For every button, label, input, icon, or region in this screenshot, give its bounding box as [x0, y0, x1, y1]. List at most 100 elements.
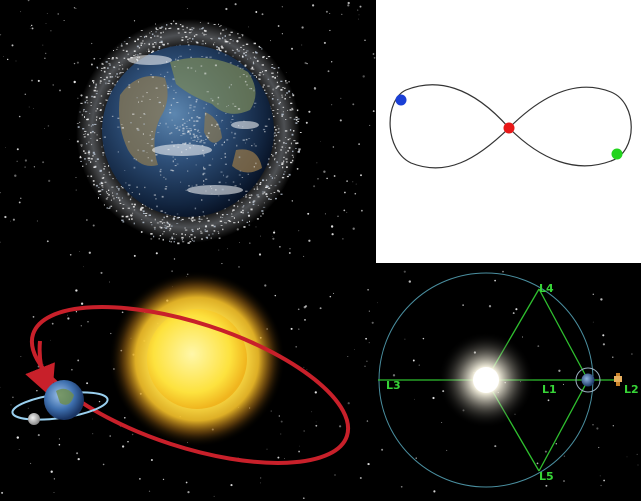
star: [301, 44, 303, 46]
debris-fragment: [177, 146, 180, 148]
debris-fragment: [206, 238, 208, 239]
debris-fragment: [229, 220, 232, 222]
debris-fragment: [154, 228, 156, 230]
debris-fragment: [99, 110, 102, 111]
debris-fragment: [243, 53, 245, 55]
star: [4, 215, 7, 219]
star: [270, 40, 272, 42]
debris-fragment: [176, 213, 179, 215]
debris-fragment: [241, 206, 244, 208]
debris-fragment: [160, 174, 162, 176]
star: [364, 365, 366, 367]
debris-fragment: [224, 141, 225, 143]
star: [358, 143, 360, 145]
debris-fragment: [173, 89, 175, 91]
star: [171, 270, 174, 273]
debris-fragment: [224, 152, 226, 155]
debris-fragment: [182, 118, 184, 120]
debris-fragment: [226, 41, 229, 43]
debris-fragment: [225, 222, 227, 224]
debris-fragment: [207, 132, 210, 134]
debris-fragment: [252, 203, 255, 206]
debris-fragment: [121, 72, 124, 73]
debris-fragment: [295, 142, 298, 145]
debris-fragment: [170, 241, 172, 243]
debris-fragment: [161, 219, 164, 221]
debris-fragment: [196, 41, 198, 43]
debris-fragment: [278, 139, 281, 142]
debris-fragment: [117, 151, 119, 153]
debris-fragment: [105, 82, 107, 85]
debris-fragment: [102, 152, 105, 154]
star: [100, 271, 103, 274]
debris-fragment: [267, 85, 270, 87]
debris-fragment: [109, 93, 112, 95]
star: [86, 219, 88, 221]
debris-fragment: [236, 48, 238, 51]
debris-fragment: [138, 47, 141, 49]
debris-fragment: [130, 122, 132, 124]
debris-fragment: [220, 121, 222, 123]
debris-fragment: [181, 39, 184, 41]
star: [91, 42, 93, 45]
debris-fragment: [109, 76, 112, 78]
star: [433, 490, 436, 493]
debris-fragment: [84, 133, 86, 135]
star: [313, 185, 316, 188]
l1-label: L1: [542, 383, 557, 396]
debris-fragment: [220, 32, 222, 35]
star: [133, 20, 136, 22]
star: [462, 304, 464, 306]
star: [24, 159, 27, 162]
debris-fragment: [262, 71, 263, 73]
debris-fragment: [160, 226, 163, 229]
star: [260, 235, 261, 237]
debris-fragment: [106, 207, 109, 209]
debris-fragment: [128, 37, 131, 39]
star: [315, 421, 317, 423]
debris-fragment: [177, 126, 179, 128]
debris-fragment: [174, 165, 177, 167]
debris-fragment: [261, 48, 263, 50]
debris-fragment: [117, 126, 120, 128]
star: [355, 183, 357, 185]
debris-fragment: [92, 151, 95, 154]
debris-fragment: [99, 138, 101, 139]
debris-fragment: [94, 132, 96, 134]
star: [44, 57, 46, 59]
debris-fragment: [174, 66, 176, 68]
star: [558, 369, 561, 372]
debris-fragment: [202, 211, 204, 213]
debris-fragment: [155, 31, 157, 33]
debris-fragment: [253, 56, 255, 58]
debris-fragment: [152, 138, 154, 140]
star: [76, 61, 79, 64]
debris-fragment: [211, 188, 213, 190]
star: [290, 47, 294, 50]
debris-fragment: [175, 92, 177, 94]
debris-fragment: [151, 224, 153, 226]
star: [0, 34, 2, 36]
debris-fragment: [131, 196, 133, 198]
debris-fragment: [261, 64, 264, 66]
debris-fragment: [95, 184, 98, 187]
star: [347, 1, 350, 5]
debris-fragment: [274, 132, 276, 134]
star: [11, 44, 14, 47]
figure-eight-panel: [376, 0, 641, 263]
debris-fragment: [256, 183, 258, 185]
debris-fragment: [287, 138, 290, 141]
debris-fragment: [180, 135, 183, 136]
debris-fragment: [298, 151, 300, 153]
debris-fragment: [283, 156, 285, 158]
debris-fragment: [253, 89, 255, 92]
star: [67, 314, 68, 316]
debris-fragment: [205, 34, 207, 36]
debris-fragment: [281, 113, 284, 116]
debris-fragment: [143, 212, 145, 214]
debris-fragment: [296, 109, 299, 112]
debris-fragment: [142, 150, 145, 152]
debris-fragment: [143, 43, 146, 45]
debris-fragment: [150, 145, 154, 147]
debris-fragment: [101, 177, 104, 179]
